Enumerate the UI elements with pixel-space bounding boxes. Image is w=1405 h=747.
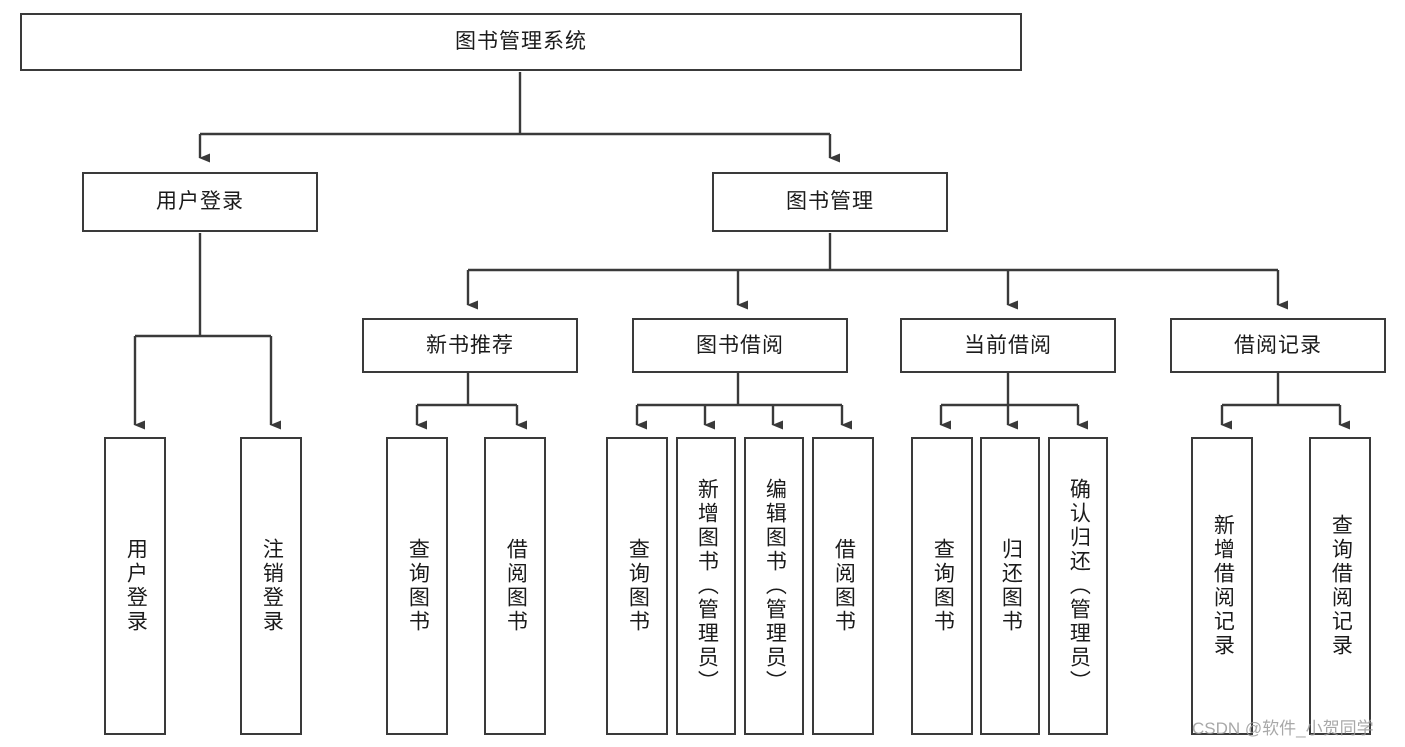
node-leaf-cb-query-book-label: 查询图书 xyxy=(931,538,955,634)
node-leaf-bb-edit-book[interactable]: 编辑图书（管理员） xyxy=(744,437,804,735)
node-leaf-nbr-borrow-book-label: 借阅图书 xyxy=(504,538,528,634)
node-leaf-nbr-borrow-book[interactable]: 借阅图书 xyxy=(484,437,546,735)
node-book-borrow[interactable]: 图书借阅 xyxy=(632,318,848,373)
node-leaf-bb-query-book-label: 查询图书 xyxy=(626,538,650,634)
watermark-csdn: CSDN @软件_小贺同学 xyxy=(1192,719,1374,738)
node-user-login[interactable]: 用户登录 xyxy=(82,172,318,232)
node-leaf-bb-borrow-book[interactable]: 借阅图书 xyxy=(812,437,874,735)
node-leaf-nbr-query-book[interactable]: 查询图书 xyxy=(386,437,448,735)
node-borrow-records-label: 借阅记录 xyxy=(1234,333,1322,357)
node-leaf-br-add-record-label: 新增借阅记录 xyxy=(1211,514,1235,658)
node-leaf-user-login-label: 用户登录 xyxy=(124,538,148,634)
node-current-borrow-label: 当前借阅 xyxy=(964,333,1052,357)
node-book-borrow-label: 图书借阅 xyxy=(696,333,784,357)
node-leaf-br-add-record[interactable]: 新增借阅记录 xyxy=(1191,437,1253,735)
node-leaf-bb-edit-book-label: 编辑图书（管理员） xyxy=(763,478,787,694)
node-leaf-br-query-record[interactable]: 查询借阅记录 xyxy=(1309,437,1371,735)
node-root-system[interactable]: 图书管理系统 xyxy=(20,13,1022,71)
node-user-login-label: 用户登录 xyxy=(156,190,244,214)
node-leaf-nbr-query-book-label: 查询图书 xyxy=(406,538,430,634)
node-leaf-user-login[interactable]: 用户登录 xyxy=(104,437,166,735)
node-leaf-cb-return-book[interactable]: 归还图书 xyxy=(980,437,1040,735)
node-leaf-br-query-record-label: 查询借阅记录 xyxy=(1329,514,1353,658)
node-leaf-bb-borrow-book-label: 借阅图书 xyxy=(832,538,856,634)
node-book-management-label: 图书管理 xyxy=(786,190,874,214)
node-current-borrow[interactable]: 当前借阅 xyxy=(900,318,1116,373)
node-leaf-cb-confirm-return[interactable]: 确认归还（管理员） xyxy=(1048,437,1108,735)
node-new-book-recommend-label: 新书推荐 xyxy=(426,333,514,357)
node-leaf-cb-return-book-label: 归还图书 xyxy=(999,538,1023,634)
node-leaf-bb-add-book[interactable]: 新增图书（管理员） xyxy=(676,437,736,735)
node-leaf-logout[interactable]: 注销登录 xyxy=(240,437,302,735)
node-leaf-cb-confirm-return-label: 确认归还（管理员） xyxy=(1067,478,1091,694)
node-leaf-bb-query-book[interactable]: 查询图书 xyxy=(606,437,668,735)
node-root-system-label: 图书管理系统 xyxy=(455,30,587,54)
node-leaf-cb-query-book[interactable]: 查询图书 xyxy=(911,437,973,735)
node-borrow-records[interactable]: 借阅记录 xyxy=(1170,318,1386,373)
node-book-management[interactable]: 图书管理 xyxy=(712,172,948,232)
node-leaf-logout-label: 注销登录 xyxy=(260,538,284,634)
node-leaf-bb-add-book-label: 新增图书（管理员） xyxy=(695,478,719,694)
node-new-book-recommend[interactable]: 新书推荐 xyxy=(362,318,578,373)
